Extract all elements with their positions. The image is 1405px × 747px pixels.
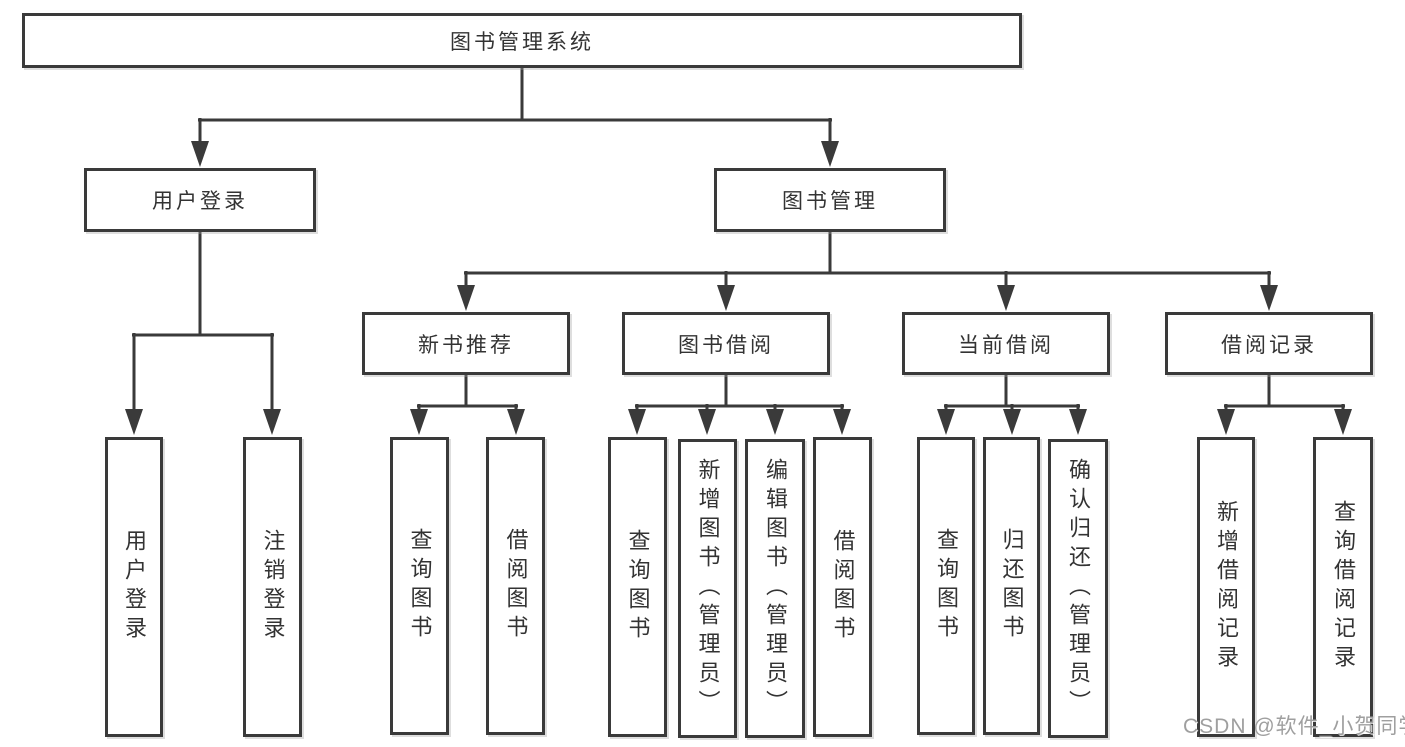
leaf-query-books: 查询图书 (608, 437, 667, 737)
leaf-confirm-return-admin: 确认归还（管理员） (1048, 439, 1108, 738)
arrowhead-down-icon (821, 141, 839, 167)
arrowhead-down-icon (1069, 409, 1087, 435)
leaf-query-books: 查询图书 (390, 437, 449, 735)
leaf-borrow-books: 借阅图书 (486, 437, 545, 735)
arrowhead-down-icon (833, 409, 851, 435)
leaf-add-books-admin: 新增图书（管理员） (678, 439, 737, 738)
arrowhead-down-icon (191, 141, 209, 167)
leaf-edit-books-admin: 编辑图书（管理员） (745, 439, 805, 738)
arrowhead-down-icon (628, 409, 646, 435)
node-current-borrowing: 当前借阅 (902, 312, 1110, 375)
arrowhead-down-icon (457, 285, 475, 311)
arrowhead-down-icon (1334, 409, 1352, 435)
arrowhead-down-icon (1217, 409, 1235, 435)
node-borrowing-records: 借阅记录 (1165, 312, 1373, 375)
watermark: CSDN @软件_小贺同学 (1183, 715, 1405, 738)
leaf-query-borrow-record: 查询借阅记录 (1313, 437, 1373, 737)
arrowhead-down-icon (997, 285, 1015, 311)
node-new-book-recommendation: 新书推荐 (362, 312, 570, 375)
node-user-login: 用户登录 (84, 168, 316, 232)
arrowhead-down-icon (1260, 285, 1278, 311)
arrowhead-down-icon (507, 409, 525, 435)
arrowhead-down-icon (698, 409, 716, 435)
arrowhead-down-icon (125, 409, 143, 435)
leaf-user-login: 用户登录 (105, 437, 163, 737)
leaf-borrow-books: 借阅图书 (813, 437, 872, 737)
arrowhead-down-icon (766, 409, 784, 435)
arrowhead-down-icon (263, 409, 281, 435)
leaf-query-books: 查询图书 (917, 437, 975, 735)
arrowhead-down-icon (717, 285, 735, 311)
node-library-management-system: 图书管理系统 (22, 13, 1022, 68)
leaf-return-books: 归还图书 (983, 437, 1040, 735)
node-book-borrowing: 图书借阅 (622, 312, 830, 375)
arrowhead-down-icon (410, 409, 428, 435)
node-book-management: 图书管理 (714, 168, 946, 232)
arrowhead-down-icon (1003, 409, 1021, 435)
arrowhead-down-icon (937, 409, 955, 435)
leaf-logout: 注销登录 (243, 437, 302, 737)
leaf-add-borrow-record: 新增借阅记录 (1197, 437, 1255, 737)
